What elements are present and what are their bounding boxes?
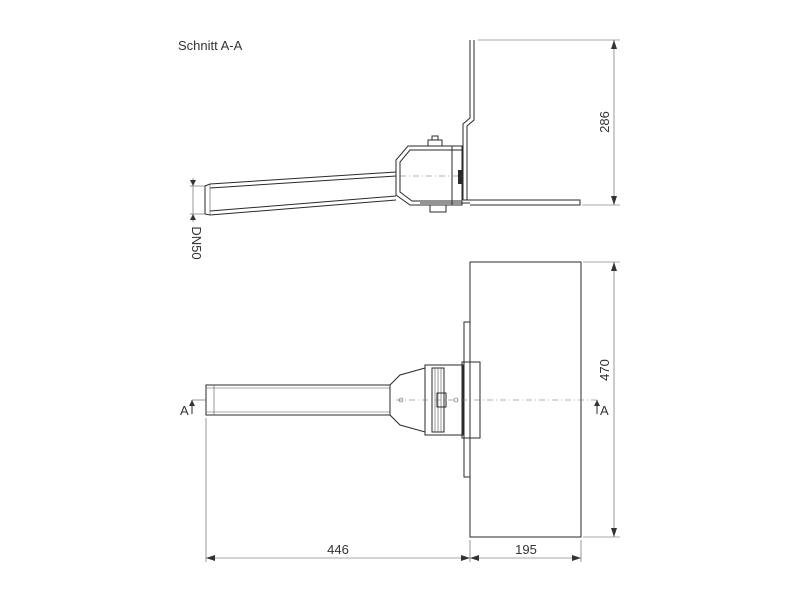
bolt-head (431, 135, 439, 141)
dim-label-470: 470 (597, 359, 612, 381)
dim-height-lower: 470 (583, 261, 620, 538)
section-view (204, 40, 581, 216)
section-mark-left: A (180, 399, 206, 418)
plan-view (205, 261, 600, 538)
drain-clamp (458, 170, 463, 184)
clamp-bottom (429, 204, 447, 213)
section-mark-right: A (594, 400, 609, 418)
pipe-outer (204, 171, 397, 216)
pipe-plan (205, 384, 391, 416)
plate-edge-strip (463, 321, 471, 478)
dim-pipe-dn: DN50 (189, 178, 205, 260)
section-mark-right-label: A (600, 403, 609, 418)
drain-body-outer (395, 145, 462, 206)
dim-label-286: 286 (597, 111, 612, 133)
dim-label-195: 195 (515, 542, 537, 557)
pipe-wall-bottom (209, 195, 397, 212)
plate (469, 261, 582, 538)
dim-horizontal: 446 195 (205, 418, 582, 562)
pipe-wall-top (209, 175, 397, 189)
drain-body-inner (399, 149, 462, 202)
section-title: Schnitt A-A (178, 38, 243, 53)
dim-label-446: 446 (327, 542, 349, 557)
dim-height-upper: 286 (478, 39, 620, 206)
reducer (389, 367, 426, 433)
section-mark-left-label: A (180, 403, 189, 418)
flange-top (463, 199, 581, 206)
bolt-top (427, 139, 443, 147)
dim-label-dn50: DN50 (189, 226, 204, 259)
upstand-inner (466, 40, 475, 200)
upstand-outer (462, 40, 471, 200)
